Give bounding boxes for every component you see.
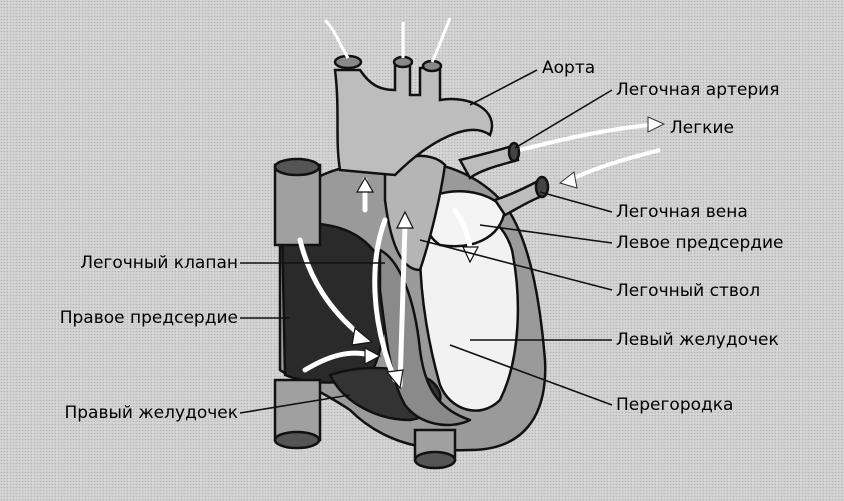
vena-cava-superior-top [273,157,321,177]
arrowhead-3 [396,210,414,229]
leader-aorta [469,69,538,106]
label-septum: Перегородка [616,395,734,415]
lung-flow-heads [558,116,666,189]
label-pulmonary-artery: Легочная артерия [616,80,780,100]
arrowhead-6 [355,176,375,193]
label-left-ventricle: Левый желудочек [616,330,779,350]
vena-cava-superior [273,163,322,247]
label-left-atrium: Левое предсердие [616,233,784,253]
to-lungs-stream [519,123,651,152]
leader-lines [239,69,613,414]
lung-arrowhead-out [647,116,666,133]
label-right-ventricle: Правый желудочек [64,403,238,423]
aorta-vessels [273,54,550,470]
label-aorta: Аорта [542,58,596,78]
aorta-arch [333,63,494,177]
label-pulmonary-vein: Легочная вена [616,202,748,222]
leader-pulmonary-trunk [419,239,613,291]
pulmonary-vein-end [534,175,550,199]
label-pulmonary-valve: Легочный клапан [80,253,238,273]
leader-pulmonary-artery [514,89,613,149]
arrowhead-4 [385,369,404,390]
leader-pulmonary-vein [539,191,613,213]
leader-septum [449,344,613,406]
arrowhead-1 [351,326,374,346]
flow-arrow-trunk-down [372,217,398,383]
branch-flow [323,17,452,63]
pulmonary-trunk-region [383,154,447,272]
flow-arrow-right-atrium [297,237,363,338]
pulmonary-artery [458,143,520,180]
arrowhead-2 [364,347,382,365]
aorta-branch-2 [392,55,414,69]
branch-flow-1 [323,18,350,59]
flow-arrow-trunk-up [397,222,408,388]
descending-aorta-bottom [413,450,457,470]
label-right-atrium: Правое предсердие [59,308,238,328]
lung-arrowhead-in [558,171,578,189]
label-lungs: Легкие [670,118,734,138]
leader-left-atrium [479,224,613,244]
from-lungs-stream [569,148,661,182]
leader-right-ventricle [239,394,351,414]
lung-flow [519,123,661,182]
aorta-branch-3 [421,59,443,73]
branch-flow-3 [430,17,452,63]
label-pulmonary-trunk: Легочный ствол [616,281,761,301]
vena-cava-inferior-bottom [273,430,321,450]
arrow-heads [351,176,479,390]
